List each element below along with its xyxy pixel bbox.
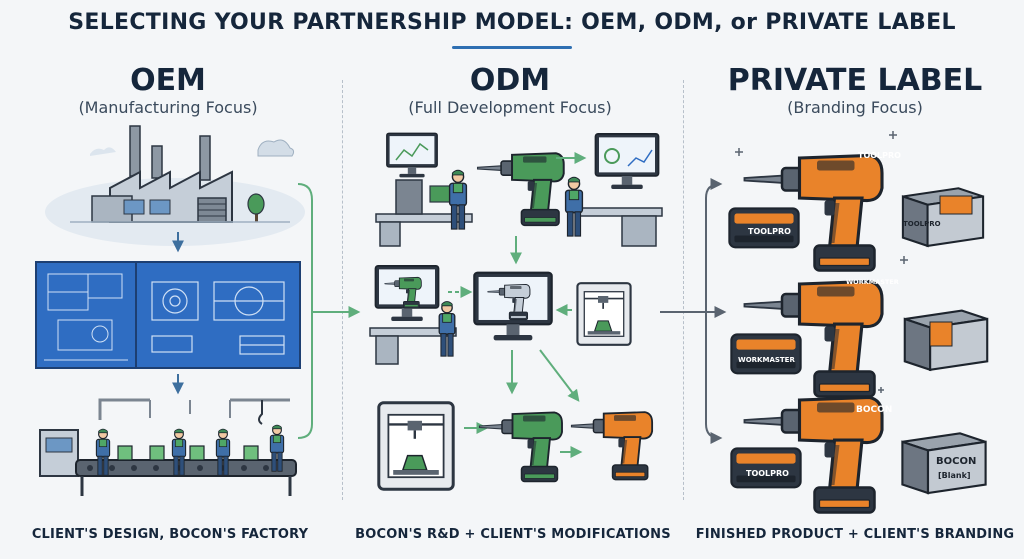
odm-3d-printer-bottom — [377, 401, 455, 491]
box-label-bocon: BOCON — [936, 456, 976, 467]
drill-label-workmaster: WORKMASTER — [846, 278, 899, 286]
pl-branch-bottom — [705, 312, 723, 444]
odm-review-monitor — [473, 271, 553, 342]
odm-subheading: (Full Development Focus) — [408, 98, 612, 117]
battery-label-bocon: TOOLPRO — [746, 469, 789, 478]
odm-rnd-desk — [375, 132, 473, 247]
divider-left — [342, 80, 343, 500]
drill-label-toolpro: TOOLPRO — [858, 151, 901, 160]
odm-cad-station — [369, 264, 457, 365]
odm-final-drill-orange — [570, 411, 654, 481]
box-label-toolpro: TOOLPRO — [903, 220, 941, 228]
pl-branch-top — [705, 178, 723, 312]
private-label-heading: PRIVATE LABEL — [727, 63, 983, 98]
divider-right — [683, 80, 684, 500]
pl-row-toolpro — [728, 153, 985, 273]
private-label-subheading: (Branding Focus) — [787, 98, 923, 117]
private-label-header: PRIVATE LABEL (Branding Focus) — [700, 64, 1010, 118]
sparkles — [735, 131, 908, 393]
oem-factory-scene — [45, 125, 305, 246]
odm-caption: BOCON'S R&D + CLIENT'S MODIFICATIONS — [355, 527, 671, 542]
oem-assembly-line — [39, 398, 297, 496]
title-underline — [452, 46, 572, 49]
odm-final-drill-green — [478, 411, 563, 483]
drill-label-bocon: BOCON — [856, 405, 892, 415]
battery-label-workmaster: WORKMASTER — [738, 356, 795, 364]
odm-3d-printer-right — [576, 282, 632, 346]
odm-header: ODM (Full Development Focus) — [360, 64, 660, 118]
battery-label-toolpro: TOOLPRO — [748, 227, 791, 236]
page-title: SELECTING YOUR PARTNERSHIP MODEL: OEM, O… — [68, 10, 956, 35]
pl-row-workmaster — [730, 279, 989, 399]
oem-header: OEM (Manufacturing Focus) — [28, 64, 308, 118]
odm-prototype-drill-green — [476, 152, 565, 227]
odm-design-workstation — [564, 132, 663, 247]
odm-arrow-diagonal — [539, 349, 580, 402]
box-label-blank: [Blank] — [938, 471, 971, 480]
oem-heading: OEM — [130, 63, 206, 98]
private-label-caption: FINISHED PRODUCT + CLIENT'S BRANDING — [695, 527, 1015, 542]
oem-subheading: (Manufacturing Focus) — [78, 98, 258, 117]
oem-caption: CLIENT'S DESIGN, BOCON'S FACTORY — [31, 527, 309, 542]
oem-blueprints — [35, 261, 301, 369]
odm-heading: ODM — [469, 63, 551, 98]
